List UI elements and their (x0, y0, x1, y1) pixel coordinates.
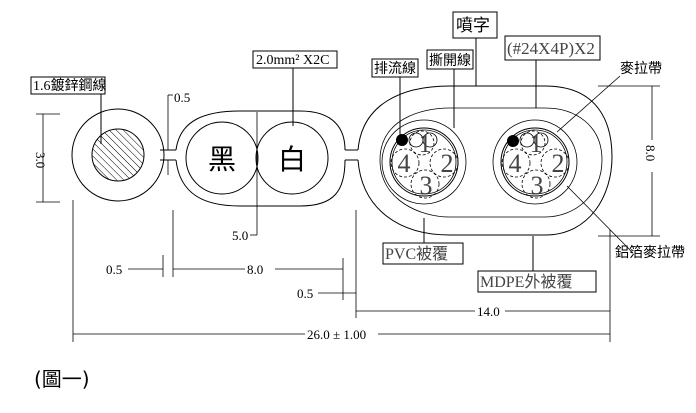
steel-wire (91, 128, 145, 182)
steel-wire-label: 1.6鍍鋅鋼線 (33, 77, 107, 94)
power-section: 黑 白 (175, 110, 346, 207)
al-mylar-tape-label: 鋁箔麥拉帶 (615, 245, 685, 261)
rip-cord-label: 撕開線 (429, 53, 471, 69)
web-1 (160, 149, 176, 161)
drain-wire-left (396, 134, 408, 146)
data-height-dim: 8.0 (643, 145, 658, 161)
messenger-height-dim: 3.0 (33, 152, 48, 168)
messenger-jacket (71, 108, 165, 202)
mylar-tape-label: 麥拉帶 (620, 61, 662, 77)
black-conductor (185, 121, 259, 195)
pvc-jacket-label: PVC被覆 (385, 245, 448, 263)
print-label: 噴字 (456, 16, 490, 35)
power-width-dim: 8.0 (247, 262, 263, 277)
left-gap-dim: 0.5 (106, 262, 122, 277)
pair-4-left: 4 (398, 149, 411, 178)
data-section: 1 2 3 4 1 2 3 4 (357, 85, 613, 236)
power-height-dim: 5.0 (232, 228, 248, 243)
pair-2-right: 2 (552, 149, 565, 178)
drain-wire-label: 排流線 (374, 61, 416, 77)
black-core-label: 黑 (208, 143, 236, 176)
pair-2-left: 2 (441, 149, 454, 178)
white-core-label: 白 (278, 143, 306, 176)
pvc-jacket (379, 107, 603, 218)
web-gap-dim: 0.5 (174, 90, 190, 105)
pair-3-left: 3 (420, 171, 433, 200)
callouts: 1.6鍍鋅鋼線 2.0mm² X2C 排流線 撕開線 噴字 (#24X4P)X2… (30, 11, 685, 293)
drain-wire-right (507, 135, 519, 147)
dimension-lines: 3.0 0.5 5.0 0.5 8.0 0.5 14.0 8.0 26.0 ± … (33, 85, 660, 342)
figure-caption: (圖一) (34, 367, 90, 391)
pvc-right (492, 119, 578, 205)
pairs-label: (#24X4P)X2 (507, 39, 595, 58)
mdpe-jacket (357, 85, 613, 236)
white-conductor (255, 121, 329, 195)
pair-3-right: 3 (531, 171, 544, 200)
mdpe-jacket-label: MDPE外被覆 (480, 273, 572, 291)
data-width-dim: 14.0 (477, 304, 500, 319)
messenger-section (71, 108, 165, 202)
conductor-label: 2.0mm² X2C (256, 53, 329, 68)
pair-4-right: 4 (509, 149, 522, 178)
power-jacket (175, 110, 346, 207)
web-2 (345, 149, 358, 161)
pair-1-right: 1 (530, 129, 543, 158)
pvc-left (381, 119, 467, 205)
total-width-dim: 26.0 ± 1.00 (307, 327, 366, 342)
pair-1-left: 1 (419, 129, 432, 158)
right-gap-dim: 0.5 (297, 286, 313, 301)
